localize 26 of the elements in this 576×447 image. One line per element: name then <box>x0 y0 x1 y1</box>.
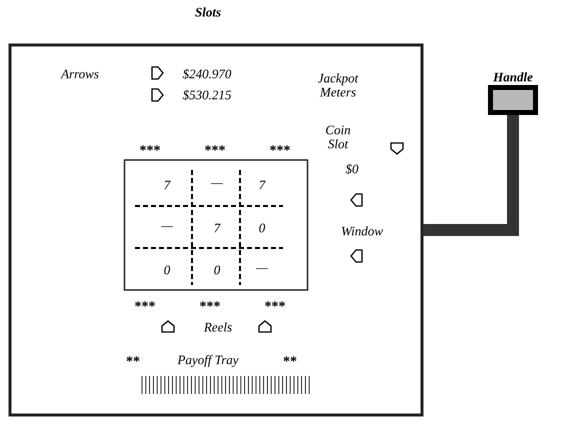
reel-symbol: 7 <box>164 180 171 190</box>
reel-symbol: 0 <box>259 224 266 232</box>
star-marks: ** <box>126 356 140 362</box>
star-marks: ** <box>284 356 296 362</box>
reel-symbol: 0 <box>214 266 220 274</box>
reel-symbol: 7 <box>260 180 266 190</box>
text-label: Reels <box>204 322 232 332</box>
reel-symbol: — <box>161 226 173 227</box>
node-label: Handle <box>493 72 533 82</box>
reel-symbol: 7 <box>214 224 221 232</box>
text-label: Jackpot Meters <box>318 73 358 97</box>
text-label: Payoff Tray <box>177 355 239 367</box>
text-label: Window <box>342 226 383 236</box>
handle-grip: Handle <box>488 72 538 115</box>
handle-arm <box>424 115 519 236</box>
meter-value: $530.215 <box>182 90 231 100</box>
reel-symbol: 0 <box>164 266 170 274</box>
text-label: Coin Slot <box>326 126 350 148</box>
meter-value: $240.970 <box>182 68 232 80</box>
text-label: Arrows <box>60 70 99 78</box>
title: Slots <box>195 7 221 17</box>
cabinet-box <box>8 44 424 416</box>
reel-symbol: — <box>256 268 268 269</box>
reel-symbol: — <box>211 183 223 184</box>
meter-value: $0 <box>346 164 358 174</box>
reel-window <box>124 159 308 291</box>
